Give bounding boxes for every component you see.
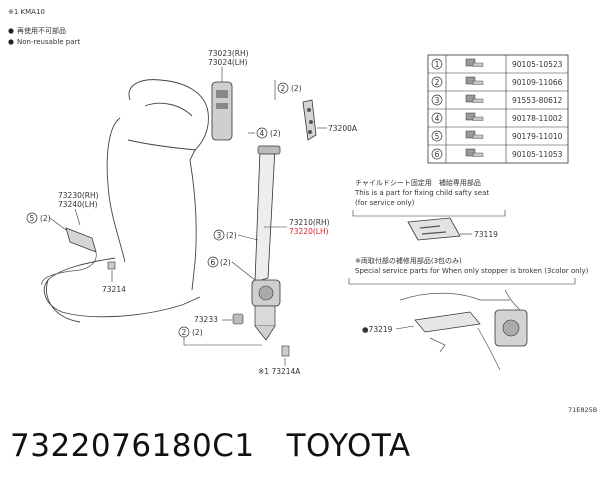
bolt-icon xyxy=(465,130,484,139)
part-73240-label: 73240(LH) xyxy=(58,200,98,209)
clip-icon xyxy=(232,313,244,325)
fastener-row: 1 90105-10523 xyxy=(431,58,563,70)
special-title: ※両取付部の補修用部品(3包のみ) xyxy=(355,256,462,265)
part-footer: 7322076180C1 TOYOTA xyxy=(10,428,411,464)
child-seat-title: チャイルドシート固定用 補給専用部品 xyxy=(355,178,481,187)
fastener-number-marker xyxy=(431,94,443,106)
part-73024-label: 73024(LH) xyxy=(208,58,248,67)
fastener-part-number: 90179-11010 xyxy=(512,132,563,141)
bolt-icon xyxy=(465,148,484,157)
diagram-code: 71E825B xyxy=(568,406,597,414)
fastener-part-number: 90105-10523 xyxy=(512,60,563,69)
fastener-number-marker xyxy=(431,130,443,142)
fastener-number-marker xyxy=(431,148,443,160)
callout-5-qty: (2) xyxy=(40,214,51,223)
bolt-icon xyxy=(465,76,484,85)
part-73220-label: 73220(LH) xyxy=(289,227,329,236)
callout-6-qty: (2) xyxy=(220,258,231,267)
callout-5-number: 5 xyxy=(30,214,35,223)
callout-2-lower-number: 2 xyxy=(182,328,187,337)
part-73023-label: 73023(RH) xyxy=(208,49,249,58)
part-73214a-label: ※1 73214A xyxy=(258,367,301,376)
bolt-73214-icon xyxy=(107,261,116,270)
fastener-row: 3 91553-80612 xyxy=(431,94,563,106)
callout-4-qty: (2) xyxy=(270,129,281,138)
special-line1: Special service parts for When only stop… xyxy=(355,267,589,275)
fastener-table: 1 90105-10523 2 90109-11066 3 91553-80612 4 901… xyxy=(427,54,569,164)
callout-4-number: 4 xyxy=(260,129,265,138)
child-seat-bracket-illustration xyxy=(407,217,461,241)
fastener-row: 4 90178-11002 xyxy=(431,112,563,124)
fastener-row: 2 90109-11066 xyxy=(431,76,563,88)
fastener-part-number: 90109-11066 xyxy=(512,78,563,87)
part-number: 7322076180C1 xyxy=(10,428,255,464)
part-73233-label: 73233 xyxy=(194,315,218,324)
callout-3-marker xyxy=(213,229,225,241)
bolt-icon xyxy=(465,94,484,103)
fastener-part-number: 90105-11053 xyxy=(512,150,563,159)
anchor-cover-illustration xyxy=(211,81,233,141)
callout-6-marker xyxy=(207,256,219,268)
bolt-73214a-icon xyxy=(281,345,290,357)
fastener-number-marker xyxy=(431,76,443,88)
fastener-row: 5 90179-11010 xyxy=(431,130,563,142)
retractor-illustration xyxy=(251,279,281,341)
part-73230-label: 73230(RH) xyxy=(58,191,99,200)
non-reusable-label-en: Non-reusable part xyxy=(17,38,80,46)
part-73119-label: 73119 xyxy=(474,230,498,239)
bolt-icon xyxy=(465,58,484,67)
non-reusable-bullet-icon xyxy=(8,39,14,45)
fastener-number: 2 xyxy=(435,78,440,87)
special-service-section: ※両取付部の補修用部品(3包のみ) Special service parts … xyxy=(348,256,589,371)
fastener-number: 4 xyxy=(435,114,440,123)
fastener-part-number: 91553-80612 xyxy=(512,96,563,105)
callout-4-marker xyxy=(256,127,268,139)
seat-illustration xyxy=(43,79,209,323)
fastener-row: 6 90105-11053 xyxy=(431,148,563,160)
non-reusable-bullet-icon xyxy=(8,28,14,34)
height-adjuster-illustration xyxy=(302,99,317,141)
callout-5-marker xyxy=(26,212,38,224)
fastener-number: 5 xyxy=(435,132,440,141)
brand-name: TOYOTA xyxy=(286,428,411,464)
child-seat-section: チャイルドシート固定用 補給専用部品 This is a part for fi… xyxy=(352,178,506,241)
bolt-icon xyxy=(465,112,484,121)
fastener-number-marker xyxy=(431,112,443,124)
callout-2-qty: (2) xyxy=(291,84,302,93)
fastener-number-marker xyxy=(431,58,443,70)
child-seat-line1: This is a part for fixing child safty se… xyxy=(354,189,489,197)
callout-2-marker xyxy=(277,82,289,94)
callout-2-number: 2 xyxy=(281,84,286,93)
kma-note: ※1 KMA10 xyxy=(8,8,45,16)
fastener-part-number: 90178-11002 xyxy=(512,114,563,123)
fastener-number: 3 xyxy=(435,96,440,105)
buckle-illustration xyxy=(41,227,97,286)
part-73214-label: 73214 xyxy=(102,285,126,294)
part-73219-label: ●73219 xyxy=(362,325,393,334)
fastener-number: 6 xyxy=(435,150,440,159)
part-73210-label: 73210(RH) xyxy=(289,218,330,227)
callout-3-number: 3 xyxy=(217,231,222,240)
fastener-number: 1 xyxy=(435,60,440,69)
child-seat-line2: (for service only) xyxy=(355,199,415,207)
stopper-assembly-illustration xyxy=(399,289,528,371)
non-reusable-label-ja: 再使用不可部品 xyxy=(17,26,66,35)
part-73200a-label: 73200A xyxy=(328,124,358,133)
callout-3-qty: (2) xyxy=(226,231,237,240)
seat-belt-webbing-illustration xyxy=(254,145,281,283)
callout-6-number: 6 xyxy=(211,258,216,267)
callout-2-lower-qty: (2) xyxy=(192,328,203,337)
